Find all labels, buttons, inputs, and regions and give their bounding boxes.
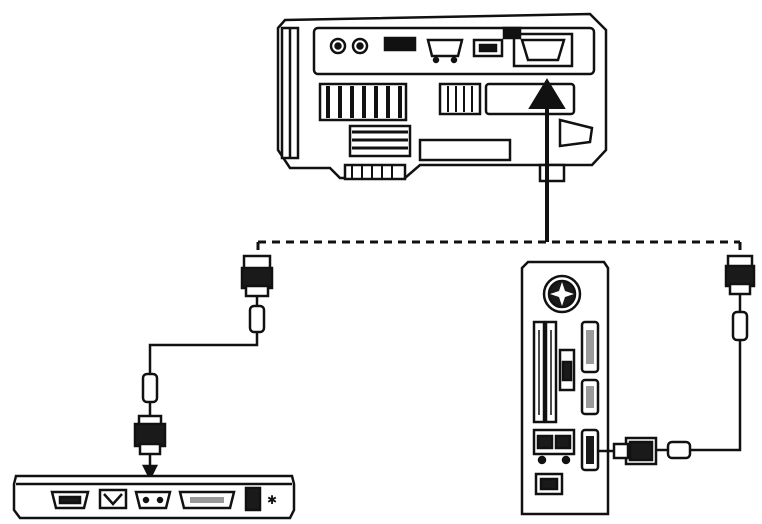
dashed-connection [256, 240, 742, 256]
desktop-tower-icon [520, 260, 610, 516]
vga-cable-icon [598, 254, 756, 466]
input-arrow [528, 78, 566, 242]
projector-icon [276, 12, 608, 183]
laptop-icon: ✱ [12, 474, 296, 520]
vga-cable-icon [133, 254, 274, 481]
svg-text:✱: ✱ [267, 493, 277, 507]
